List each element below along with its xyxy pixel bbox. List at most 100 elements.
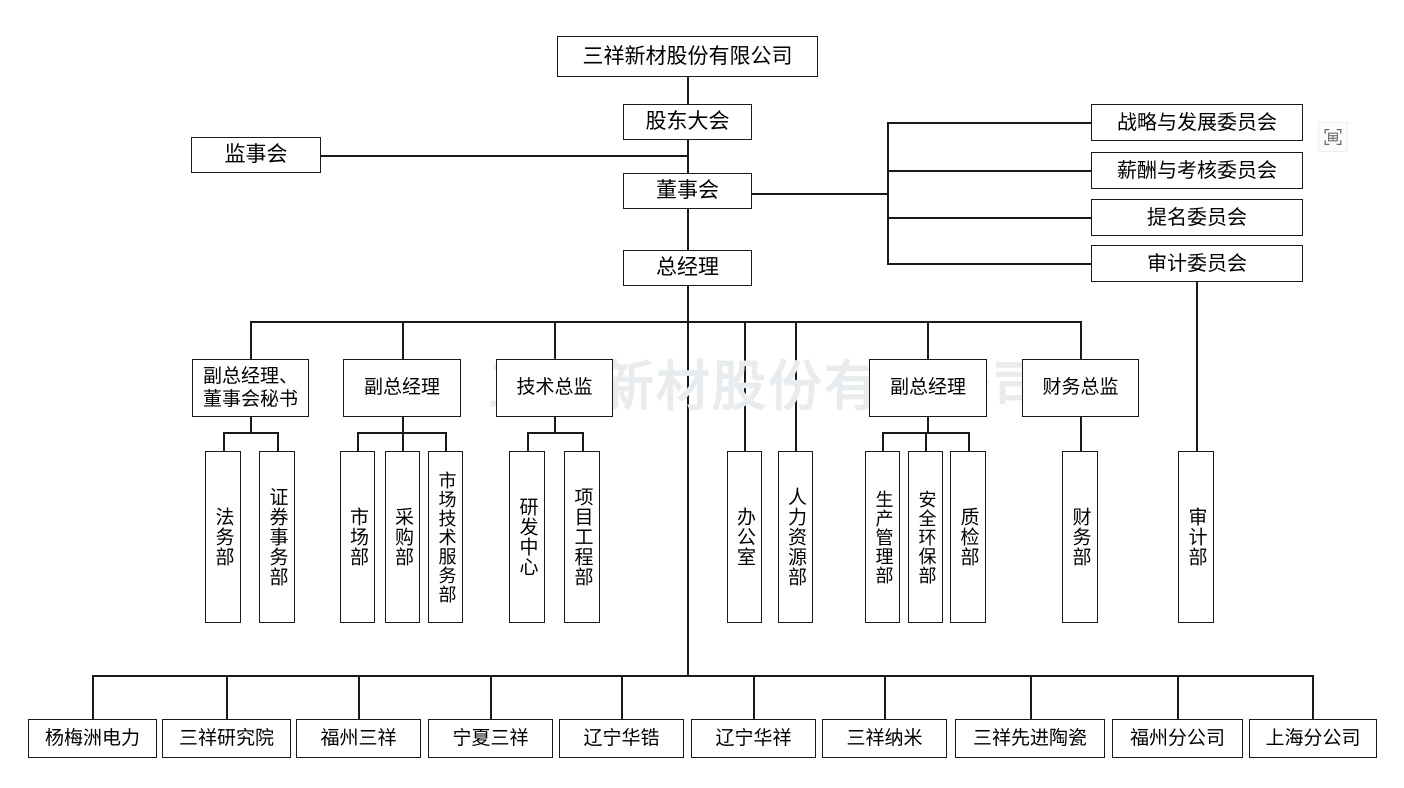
node-purchasing-dept[interactable]: 采购部 bbox=[385, 451, 420, 623]
connector-company-to-shareholders bbox=[687, 77, 689, 104]
node-shareholders-meeting[interactable]: 股东大会 bbox=[623, 104, 752, 140]
connector-bus-to-tech-director bbox=[554, 321, 556, 360]
node-finance-director[interactable]: 财务总监 bbox=[1022, 359, 1139, 417]
connector-to-subsidiary-4 bbox=[490, 675, 492, 719]
node-subsidiary-sanxiang-nano[interactable]: 三祥纳米 bbox=[822, 719, 947, 758]
connector-gm-to-exec-bus bbox=[687, 286, 689, 322]
connector-to-subsidiary-10 bbox=[1312, 675, 1314, 719]
purchasing-dept-label: 采购部 bbox=[392, 507, 414, 567]
node-market-tech-service-dept[interactable]: 市场技术服务部 bbox=[428, 451, 463, 623]
hr-dept-label: 人力资源部 bbox=[785, 487, 807, 587]
connector-to-subsidiary-5 bbox=[621, 675, 623, 719]
table-scan-icon[interactable] bbox=[1318, 122, 1348, 152]
connector-to-legal-dept bbox=[223, 432, 225, 451]
connector-to-subsidiary-8 bbox=[1030, 675, 1032, 719]
market-tech-service-dept-label: 市场技术服务部 bbox=[435, 470, 457, 604]
quality-inspection-dept-label: 质检部 bbox=[957, 507, 980, 567]
subsidiary-horizontal-bus bbox=[92, 675, 1313, 677]
office-label: 办公室 bbox=[734, 507, 756, 567]
connector-finance-director-to-finance-dept bbox=[1080, 417, 1082, 451]
connector-supervisory-to-trunk bbox=[321, 155, 688, 157]
node-subsidiary-shanghai-branch[interactable]: 上海分公司 bbox=[1249, 719, 1377, 758]
node-audit-committee[interactable]: 审计委员会 bbox=[1091, 245, 1303, 282]
connector-bus-to-vp-production bbox=[927, 321, 929, 360]
connector-to-safety-env-dept bbox=[925, 432, 927, 451]
project-engineering-dept-label: 项目工程部 bbox=[571, 487, 594, 587]
connector-vp-secretary-down bbox=[250, 417, 252, 433]
node-production-mgmt-dept[interactable]: 生产管理部 bbox=[865, 451, 900, 623]
connector-to-market-tech-service-dept bbox=[445, 432, 447, 451]
node-subsidiary-sanxiang-advanced-ceramics[interactable]: 三祥先进陶瓷 bbox=[955, 719, 1105, 758]
node-safety-environment-dept[interactable]: 安全环保部 bbox=[908, 451, 943, 623]
node-board-of-directors[interactable]: 董事会 bbox=[623, 173, 752, 209]
connector-trunk-to-subsidiary-bus bbox=[687, 321, 689, 676]
node-audit-dept[interactable]: 审计部 bbox=[1178, 451, 1214, 623]
connector-bus-to-hr bbox=[795, 321, 797, 451]
node-vp-marketing[interactable]: 副总经理 bbox=[343, 359, 461, 417]
connector-bus-to-vp-marketing bbox=[402, 321, 404, 360]
connector-to-subsidiary-6 bbox=[753, 675, 755, 719]
node-strategy-development-committee[interactable]: 战略与发展委员会 bbox=[1091, 104, 1303, 141]
connector-board-to-committee-bus bbox=[752, 193, 888, 195]
connector-bus-to-committee-2 bbox=[887, 170, 1091, 172]
node-office[interactable]: 办公室 bbox=[727, 451, 762, 623]
connector-to-subsidiary-7 bbox=[884, 675, 886, 719]
node-quality-inspection-dept[interactable]: 质检部 bbox=[950, 451, 986, 623]
finance-dept-label: 财务部 bbox=[1069, 507, 1092, 567]
node-vp-production[interactable]: 副总经理 bbox=[869, 359, 987, 417]
vp-board-secretary-line-2: 董事会秘书 bbox=[202, 388, 298, 410]
securities-affairs-dept-label: 证券事务部 bbox=[266, 487, 289, 587]
safety-environment-dept-label: 安全环保部 bbox=[915, 489, 937, 585]
connector-to-securities-dept bbox=[277, 432, 279, 451]
node-market-dept[interactable]: 市场部 bbox=[340, 451, 375, 623]
node-finance-dept[interactable]: 财务部 bbox=[1062, 451, 1098, 623]
node-legal-dept[interactable]: 法务部 bbox=[205, 451, 241, 623]
connector-bus-to-committee-3 bbox=[887, 217, 1091, 219]
node-nomination-committee[interactable]: 提名委员会 bbox=[1091, 199, 1303, 236]
committee-vertical-bus bbox=[887, 122, 889, 264]
legal-dept-label: 法务部 bbox=[212, 507, 235, 567]
connector-to-subsidiary-3 bbox=[358, 675, 360, 719]
node-vp-and-board-secretary[interactable]: 副总经理、 董事会秘书 bbox=[192, 359, 309, 417]
node-rd-center[interactable]: 研发中心 bbox=[509, 451, 545, 623]
node-subsidiary-ningxia-sanxiang[interactable]: 宁夏三祥 bbox=[428, 719, 553, 758]
node-subsidiary-liaoning-huazr[interactable]: 辽宁华锆 bbox=[559, 719, 684, 758]
connector-bus-to-committee-1 bbox=[887, 122, 1091, 124]
market-dept-label: 市场部 bbox=[347, 507, 369, 567]
connector-to-project-engineering-dept bbox=[582, 432, 584, 451]
connector-to-subsidiary-1 bbox=[92, 675, 94, 719]
node-subsidiary-fuzhou-sanxiang[interactable]: 福州三祥 bbox=[296, 719, 421, 758]
audit-dept-label: 审计部 bbox=[1185, 507, 1208, 567]
connector-bus-to-committee-4 bbox=[887, 263, 1091, 265]
connector-bus-to-finance-director bbox=[1080, 321, 1082, 360]
node-supervisory-board[interactable]: 监事会 bbox=[191, 137, 321, 173]
node-subsidiary-fuzhou-branch[interactable]: 福州分公司 bbox=[1112, 719, 1243, 758]
node-compensation-appraisal-committee[interactable]: 薪酬与考核委员会 bbox=[1091, 152, 1303, 189]
connector-vp-production-down bbox=[927, 417, 929, 433]
connector-to-market-dept bbox=[357, 432, 359, 451]
node-securities-affairs-dept[interactable]: 证券事务部 bbox=[259, 451, 295, 623]
connector-bus-to-office bbox=[744, 321, 746, 451]
node-hr-dept[interactable]: 人力资源部 bbox=[778, 451, 813, 623]
node-tech-director[interactable]: 技术总监 bbox=[496, 359, 613, 417]
node-general-manager[interactable]: 总经理 bbox=[623, 250, 752, 286]
connector-to-rd-center bbox=[527, 432, 529, 451]
node-subsidiary-liaoning-huaxiang[interactable]: 辽宁华祥 bbox=[691, 719, 816, 758]
node-subsidiary-sanxiang-research-institute[interactable]: 三祥研究院 bbox=[162, 719, 291, 758]
node-company[interactable]: 三祥新材股份有限公司 bbox=[557, 36, 818, 77]
production-mgmt-dept-label: 生产管理部 bbox=[872, 489, 894, 585]
vp-board-secretary-line-1: 副总经理、 bbox=[202, 364, 298, 387]
connector-tech-director-down bbox=[554, 417, 556, 433]
connector-to-quality-dept bbox=[968, 432, 970, 451]
connector-to-purchasing-dept bbox=[402, 432, 404, 451]
connector-to-subsidiary-9 bbox=[1177, 675, 1179, 719]
node-project-engineering-dept[interactable]: 项目工程部 bbox=[564, 451, 600, 623]
connector-vp-marketing-down bbox=[402, 417, 404, 433]
connector-audit-committee-to-audit-dept bbox=[1196, 281, 1198, 451]
rd-center-label: 研发中心 bbox=[516, 497, 539, 577]
exec-horizontal-bus bbox=[250, 321, 1081, 323]
node-subsidiary-yangmeizhou-power[interactable]: 杨梅洲电力 bbox=[28, 719, 157, 758]
connector-to-subsidiary-2 bbox=[226, 675, 228, 719]
subbus-vp-marketing bbox=[357, 432, 445, 434]
